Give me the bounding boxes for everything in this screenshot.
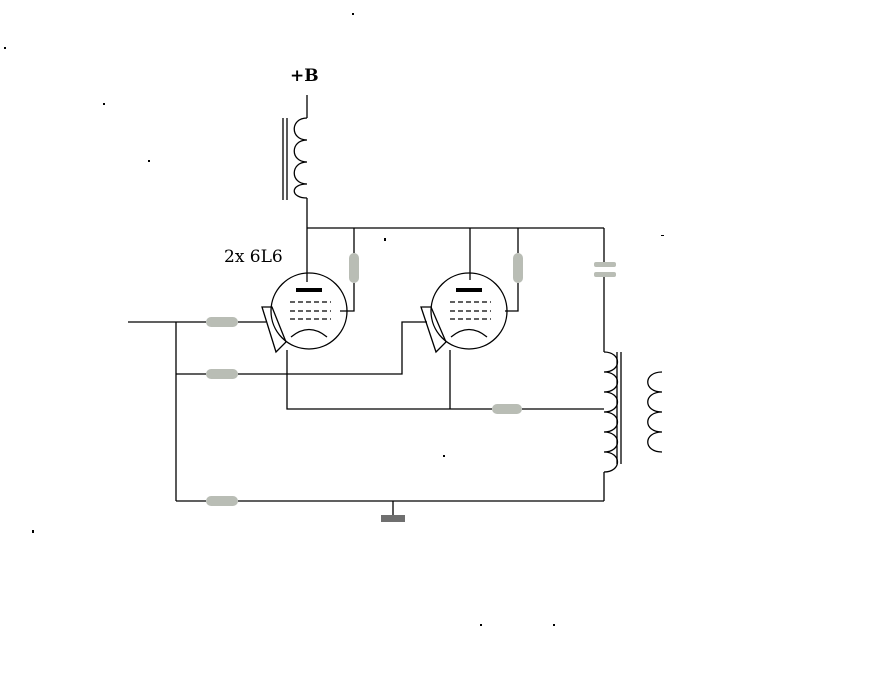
output-capacitor (594, 228, 616, 352)
plate-choke (282, 95, 308, 228)
cathode-resistor (492, 404, 522, 414)
output-transformer (603, 351, 663, 501)
tube-label: 2x 6L6 (224, 247, 283, 267)
screen-resistor-2 (505, 228, 523, 312)
screen-resistor-1 (340, 228, 359, 312)
ground-symbol (381, 515, 405, 522)
supply-label: +B (290, 66, 319, 86)
grid-resistor (206, 317, 238, 327)
scan-specks (4, 13, 664, 626)
bottom-resistor (206, 496, 238, 506)
tube-2 (420, 272, 508, 354)
tube-1 (261, 272, 348, 354)
grid-resistor-2 (206, 369, 238, 379)
